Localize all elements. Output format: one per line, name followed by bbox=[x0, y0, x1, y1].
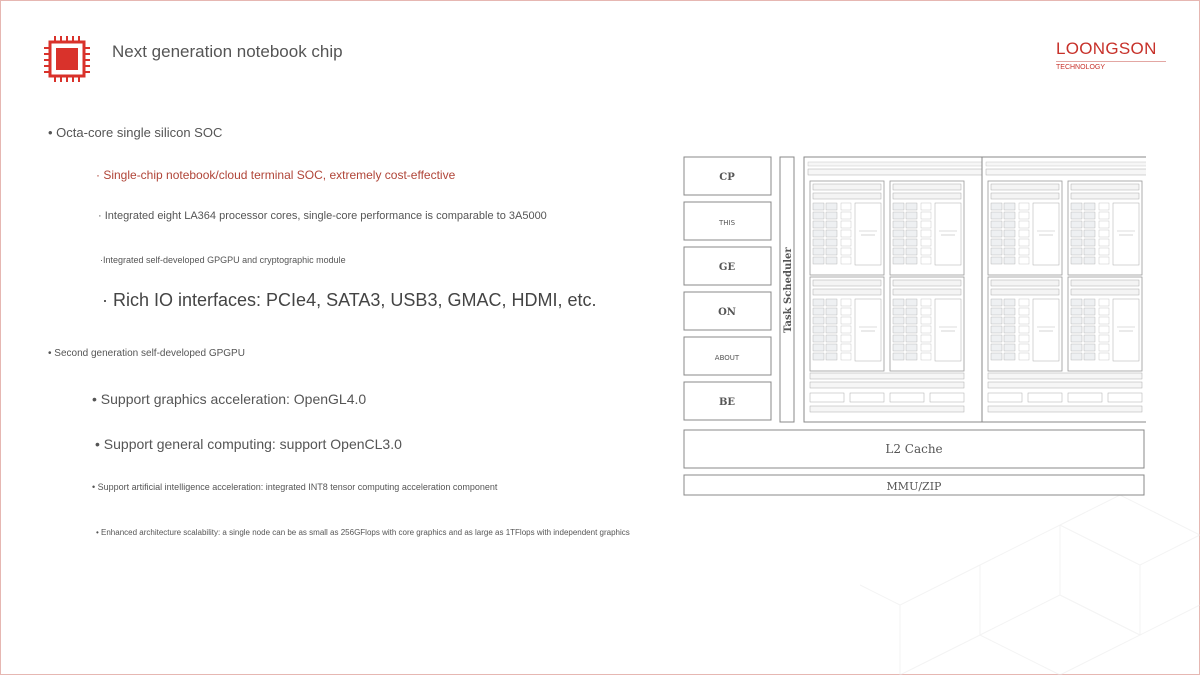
bullet-opengl: • Support graphics acceleration: OpenGL4… bbox=[92, 391, 367, 407]
bullet-gpgpu-crypto: ·Integrated self-developed GPGPU and cry… bbox=[100, 255, 346, 265]
diagram-block-cp bbox=[683, 156, 772, 196]
bullet-scalability: • Enhanced architecture scalability: a s… bbox=[96, 528, 630, 537]
bullet-octa-core: • Octa-core single silicon SOC bbox=[48, 125, 223, 140]
diagram-block-label: ON bbox=[718, 307, 736, 318]
background-pattern bbox=[860, 494, 1200, 675]
bullet-la364-cores: · Integrated eight LA364 processor cores… bbox=[98, 210, 547, 222]
mmu-zip-label: MMU/ZIP bbox=[887, 480, 942, 493]
bullet-single-chip: · Single-chip notebook/cloud terminal SO… bbox=[96, 168, 456, 182]
diagram-block-label: GE bbox=[719, 262, 736, 273]
gpu-architecture-diagram: CP THIS GE ON ABOUT BE Task Scheduler L2 Cach… bbox=[683, 156, 1146, 496]
bullet-second-gen-gpgpu: • Second generation self-developed GPGPU bbox=[48, 348, 245, 359]
task-scheduler-label: Task Scheduler bbox=[783, 247, 794, 333]
brand-subtitle: TECHNOLOGY bbox=[1056, 61, 1166, 71]
diagram-block-this bbox=[683, 201, 772, 241]
diagram-block-label: CP bbox=[719, 172, 735, 183]
chip-icon bbox=[44, 36, 90, 82]
diagram-block-on bbox=[683, 291, 772, 331]
page-title: Next generation notebook chip bbox=[112, 42, 343, 61]
diagram-block-be bbox=[683, 381, 772, 421]
l2-cache-label: L2 Cache bbox=[885, 442, 942, 456]
diagram-block-label: BE bbox=[719, 397, 735, 408]
diagram-block-about bbox=[683, 336, 772, 376]
diagram-block-label: THIS bbox=[718, 219, 736, 227]
brand-logo: LOONGSON TECHNOLOGY bbox=[1056, 39, 1166, 71]
diagram-block-label: ABOUT bbox=[715, 354, 740, 362]
bullet-ai-accel: • Support artificial intelligence accele… bbox=[92, 482, 498, 492]
brand-name: LOONGSON bbox=[1056, 39, 1157, 58]
diagram-block-ge bbox=[683, 246, 772, 286]
bullet-io-interfaces: · Rich IO interfaces: PCIe4, SATA3, USB3… bbox=[102, 290, 597, 310]
bullet-opencl: • Support general computing: support Ope… bbox=[95, 436, 402, 452]
